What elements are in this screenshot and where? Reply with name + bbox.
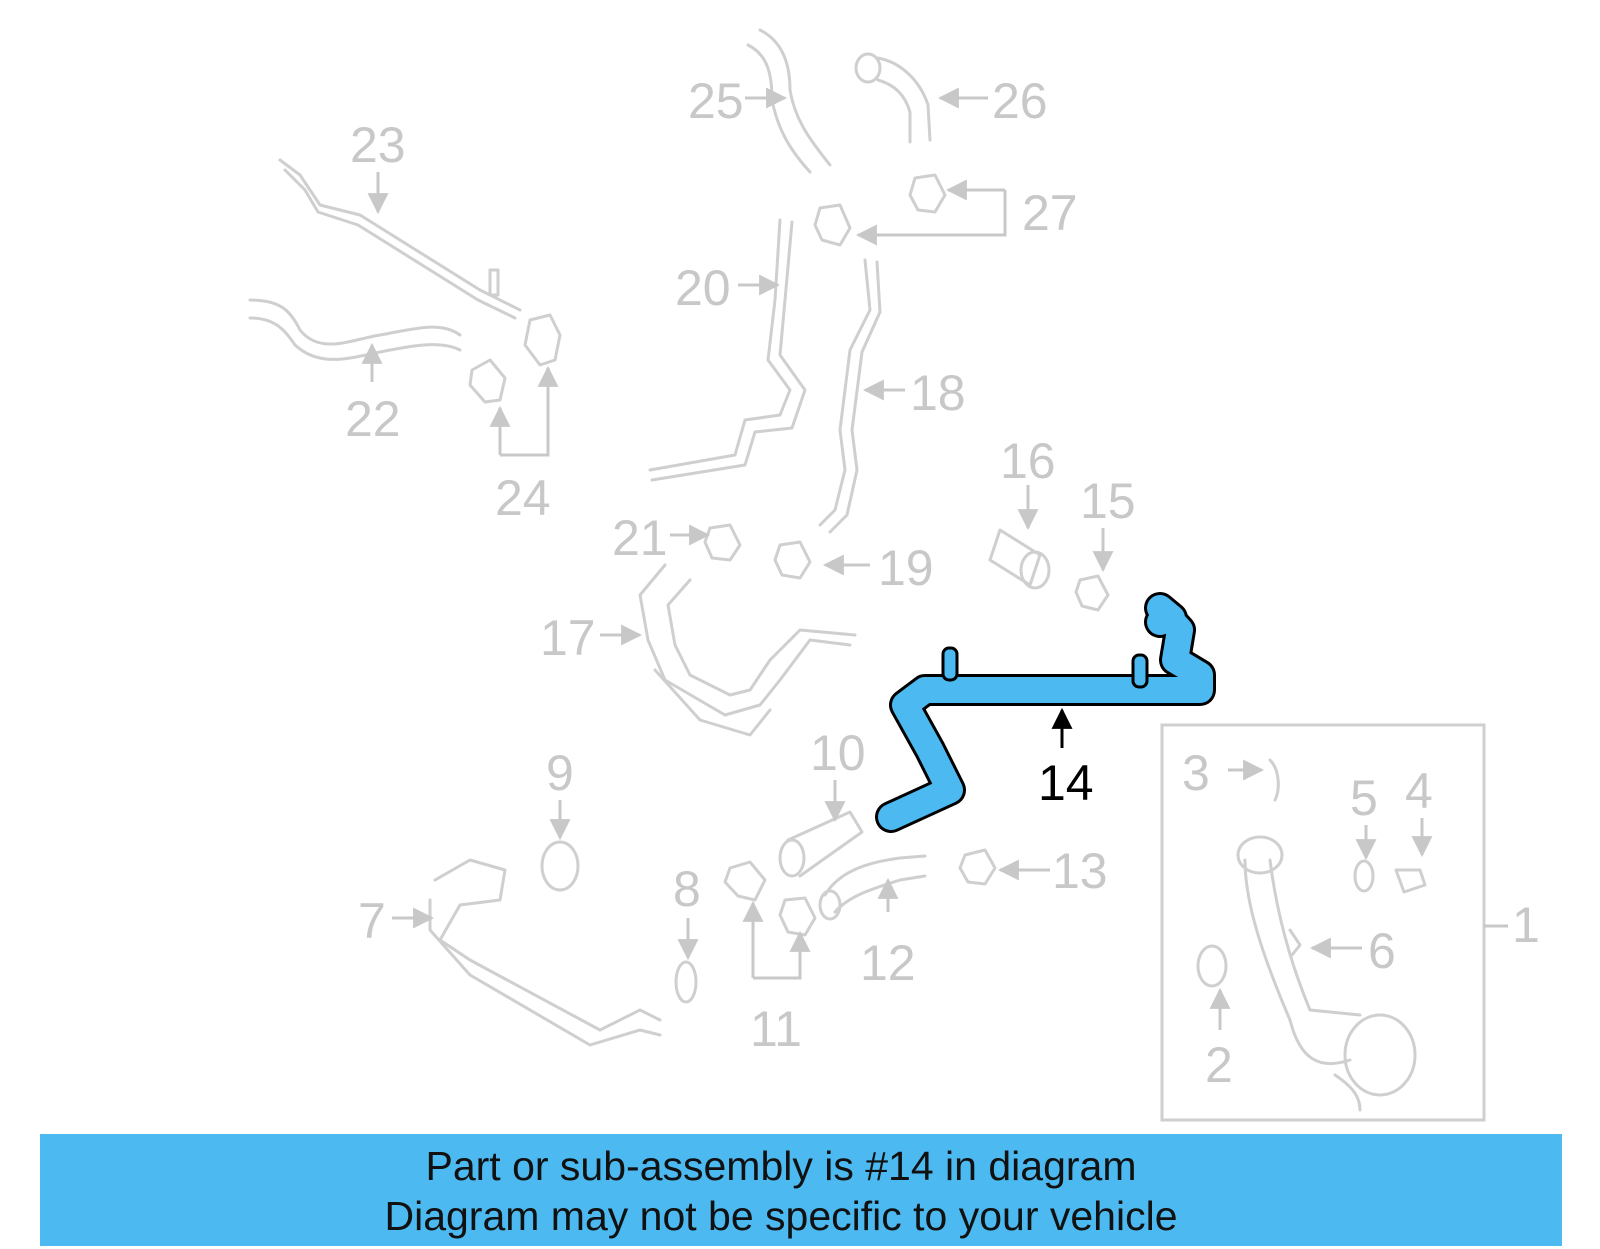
part-23-pipe[interactable] <box>278 158 522 320</box>
part-19-clamp[interactable] <box>773 540 812 580</box>
callout-1: 1 <box>1512 897 1540 953</box>
callout-26: 26 <box>992 73 1048 129</box>
callout-14: 14 <box>1038 755 1094 811</box>
callout-19: 19 <box>878 540 934 596</box>
part-10-hose[interactable] <box>778 810 864 878</box>
callout-17: 17 <box>540 610 596 666</box>
part-25-hose[interactable] <box>746 28 832 174</box>
part-13-clamp[interactable] <box>958 848 997 886</box>
part-20-pipe[interactable] <box>648 218 807 482</box>
part-16-filter[interactable] <box>988 528 1051 590</box>
callout-15: 15 <box>1080 473 1136 529</box>
callout-3: 3 <box>1182 745 1210 801</box>
part-1-kit[interactable] <box>1196 758 1427 1112</box>
info-banner: Part or sub-assembly is #14 in diagram D… <box>40 1134 1562 1246</box>
part-26-elbow[interactable] <box>854 52 932 144</box>
banner-line-1: Part or sub-assembly is #14 in diagram <box>425 1143 1137 1189</box>
callout-7: 7 <box>358 893 386 949</box>
part-14-highlighted-pipe[interactable] <box>875 592 1216 833</box>
part-12-hose[interactable] <box>818 854 927 921</box>
part-7-pipe[interactable] <box>428 858 662 1047</box>
callout-4: 4 <box>1405 763 1433 819</box>
callout-10: 10 <box>810 725 866 781</box>
callout-9: 9 <box>546 745 574 801</box>
callout-8: 8 <box>673 861 701 917</box>
banner-line-2: Diagram may not be specific to your vehi… <box>384 1193 1178 1239</box>
callout-16: 16 <box>1000 433 1056 489</box>
part-17-hose-assembly[interactable] <box>638 563 857 737</box>
leader-24 <box>498 368 550 457</box>
callout-20: 20 <box>675 260 731 316</box>
callout-12: 12 <box>860 935 916 991</box>
part-9-o-ring[interactable] <box>540 840 580 892</box>
callout-27: 27 <box>1022 185 1078 241</box>
part-24-clamps[interactable] <box>468 313 562 404</box>
part-8-o-ring[interactable] <box>674 960 698 1004</box>
part-21-clamp[interactable] <box>703 523 742 562</box>
callout-25: 25 <box>688 73 744 129</box>
callout-18: 18 <box>910 365 966 421</box>
leader-11 <box>751 905 802 980</box>
part-11-clamps[interactable] <box>723 860 817 937</box>
callout-11: 11 <box>750 1001 802 1057</box>
callout-24: 24 <box>495 470 551 526</box>
callout-21: 21 <box>612 510 668 566</box>
callout-5: 5 <box>1350 770 1378 826</box>
part-27-clamps[interactable] <box>813 173 947 247</box>
part-18-pipe[interactable] <box>818 258 882 534</box>
callout-6: 6 <box>1368 923 1396 979</box>
kit-box <box>1160 723 1486 1122</box>
part-15-clamp[interactable] <box>1074 574 1110 612</box>
callout-23: 23 <box>350 117 406 173</box>
callout-13: 13 <box>1052 843 1108 899</box>
callout-2: 2 <box>1205 1037 1233 1093</box>
part-22-hose[interactable] <box>248 298 462 361</box>
callout-22: 22 <box>345 391 401 447</box>
